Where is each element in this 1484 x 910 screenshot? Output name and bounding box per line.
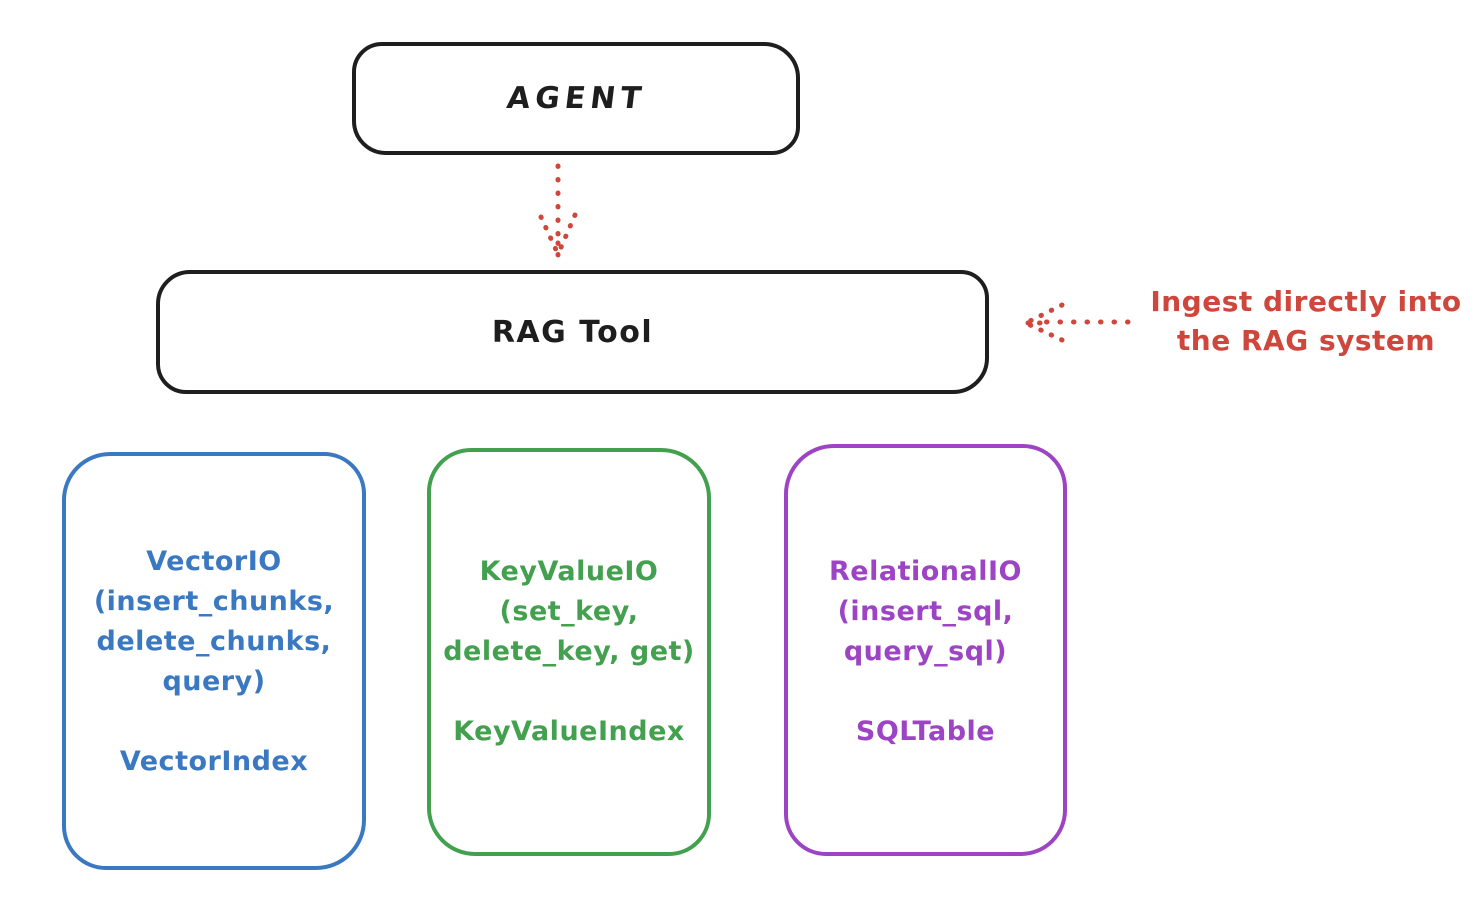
rag-tool-label: RAG Tool — [491, 314, 654, 350]
store-title: KeyValueIO — [479, 556, 659, 587]
vector-io-text: VectorIO (insert_chunks, delete_chunks, … — [66, 542, 362, 782]
store-signature-line: query_sql) — [843, 636, 1008, 667]
annotation-line-1: Ingest directly into — [1150, 285, 1462, 318]
vector-io-box: VectorIO (insert_chunks, delete_chunks, … — [62, 452, 366, 870]
store-index-label: KeyValueIndex — [453, 716, 685, 747]
keyvalue-io-text: KeyValueIO (set_key, delete_key, get) Ke… — [431, 552, 707, 752]
store-signature-line: (insert_chunks, — [93, 586, 335, 617]
relational-io-text: RelationalIO (insert_sql, query_sql) SQL… — [788, 552, 1063, 752]
annotation-line-2: the RAG system — [1176, 324, 1436, 357]
ingest-annotation-arrow — [1023, 302, 1131, 343]
agent-to-rag-arrow — [538, 163, 578, 259]
store-signature-line: (insert_sql, — [837, 596, 1014, 627]
store-signature-line: delete_chunks, — [96, 626, 332, 657]
agent-node: AGENT — [352, 42, 800, 155]
store-title: RelationalIO — [829, 556, 1022, 587]
store-title: VectorIO — [146, 546, 282, 577]
store-signature-line: query) — [162, 666, 266, 697]
store-index-label: SQLTable — [855, 716, 996, 747]
keyvalue-io-box: KeyValueIO (set_key, delete_key, get) Ke… — [427, 448, 711, 856]
agent-label: AGENT — [504, 81, 648, 116]
store-index-label: VectorIndex — [119, 746, 309, 777]
store-signature-line: delete_key, get) — [443, 636, 695, 667]
ingest-annotation: Ingest directly into the RAG system — [1130, 282, 1482, 360]
store-signature-line: (set_key, — [499, 596, 639, 627]
relational-io-box: RelationalIO (insert_sql, query_sql) SQL… — [784, 444, 1067, 856]
rag-tool-node: RAG Tool — [156, 270, 989, 394]
